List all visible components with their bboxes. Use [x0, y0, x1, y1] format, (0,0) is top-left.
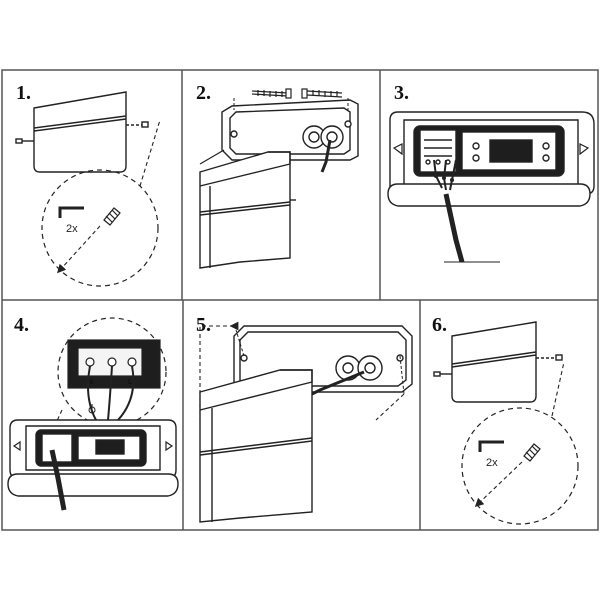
- mounting-plate: [389, 111, 595, 195]
- hex-key-icon: [58, 206, 84, 218]
- step-number: 6.: [432, 314, 447, 336]
- screw-path: [235, 329, 245, 357]
- step-number: 4.: [14, 314, 29, 336]
- mounting-plate: [221, 99, 359, 161]
- step-number: 2.: [196, 82, 211, 104]
- step-3-panel: 3.: [387, 82, 595, 263]
- wall-edge: [199, 149, 225, 165]
- wall-lamp: [433, 321, 563, 403]
- zoom-circle: [41, 169, 159, 287]
- lamp-base: [7, 473, 179, 497]
- wall-lamp: [199, 369, 313, 523]
- screw-icon: [523, 443, 541, 462]
- terminal-l: L: [128, 379, 133, 386]
- screw-icon: [251, 88, 292, 99]
- step-1-panel: 1. 2x: [15, 82, 161, 287]
- wall-lamp: [199, 151, 296, 269]
- wires: [87, 365, 135, 421]
- screw-count-label: 2x: [66, 223, 78, 235]
- step-number: 5.: [196, 314, 211, 336]
- zoom-leader: [551, 361, 565, 417]
- wire-end: [434, 174, 438, 178]
- dashed-arrow-icon: [57, 225, 101, 274]
- terminal-n: N: [88, 379, 93, 386]
- zoom-circle: [461, 407, 579, 525]
- screw-count-label: 2x: [486, 457, 498, 469]
- terminal-block: [67, 339, 161, 389]
- wire-end: [450, 178, 454, 182]
- step-6-panel: 6. 2x: [432, 314, 579, 525]
- step-number: 1.: [16, 82, 31, 104]
- mounting-clip: [392, 143, 590, 156]
- zoom-leader: [139, 119, 161, 187]
- screw-icon: [301, 88, 343, 99]
- hex-key-icon: [478, 440, 504, 452]
- wall-lamp: [15, 91, 149, 173]
- wire-end: [442, 176, 446, 180]
- mounting-clip: [12, 440, 174, 452]
- dashed-arrow-icon: [375, 393, 405, 421]
- step-number: 3.: [394, 82, 409, 104]
- power-cable: [320, 139, 332, 173]
- screw-path: [399, 355, 405, 395]
- power-cable: [49, 449, 67, 511]
- screw-icon: [103, 207, 121, 226]
- mounting-plate: [9, 419, 177, 479]
- panel-grid: [1, 69, 599, 531]
- lamp-base: [387, 183, 591, 207]
- dashed-arrow-icon: [474, 461, 523, 508]
- step-2-panel: 2.: [196, 82, 359, 269]
- step-5-panel: 5.: [196, 314, 413, 523]
- step-4-panel: 4. N L: [7, 314, 179, 511]
